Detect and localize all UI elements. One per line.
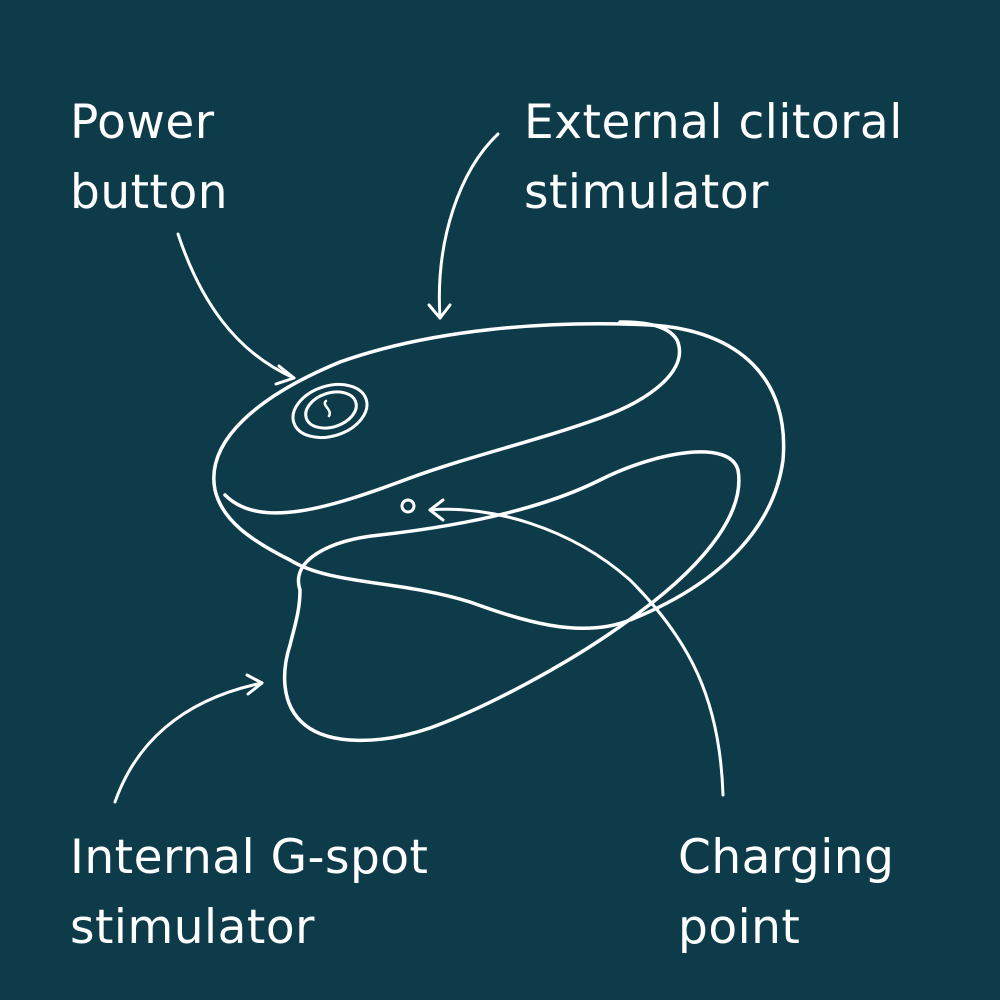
power-icon — [323, 399, 332, 418]
power-button-inner — [304, 390, 358, 430]
external-stimulator-label: External clitoral stimulator — [524, 88, 903, 228]
arrow-icon — [274, 364, 296, 386]
arrow-icon — [245, 673, 264, 696]
label-line: stimulator — [70, 900, 315, 955]
external-arrow-line — [437, 132, 500, 320]
power-button-label: Power button — [70, 88, 228, 228]
label-line: stimulator — [524, 165, 769, 220]
charging-point-label: Charging point — [678, 823, 894, 963]
power-arrow-line — [176, 232, 296, 380]
external-stimulator-ridge — [223, 320, 682, 515]
label-line: Charging — [678, 830, 895, 885]
internal-arrow-line — [113, 681, 264, 804]
arrow-icon — [428, 498, 445, 522]
arrow-icon — [427, 303, 452, 320]
label-line: point — [678, 900, 801, 955]
internal-stimulator-outline — [282, 450, 741, 743]
charging-port-icon — [400, 498, 416, 514]
charging-arrow-line — [428, 507, 725, 797]
power-button-outer — [291, 382, 369, 440]
label-line: Internal G-spot — [70, 830, 429, 885]
device-body-outline — [212, 322, 786, 631]
label-line: External clitoral — [524, 95, 903, 150]
internal-stimulator-label: Internal G-spot stimulator — [70, 823, 428, 963]
label-line: button — [70, 165, 229, 220]
label-line: Power — [70, 95, 215, 150]
